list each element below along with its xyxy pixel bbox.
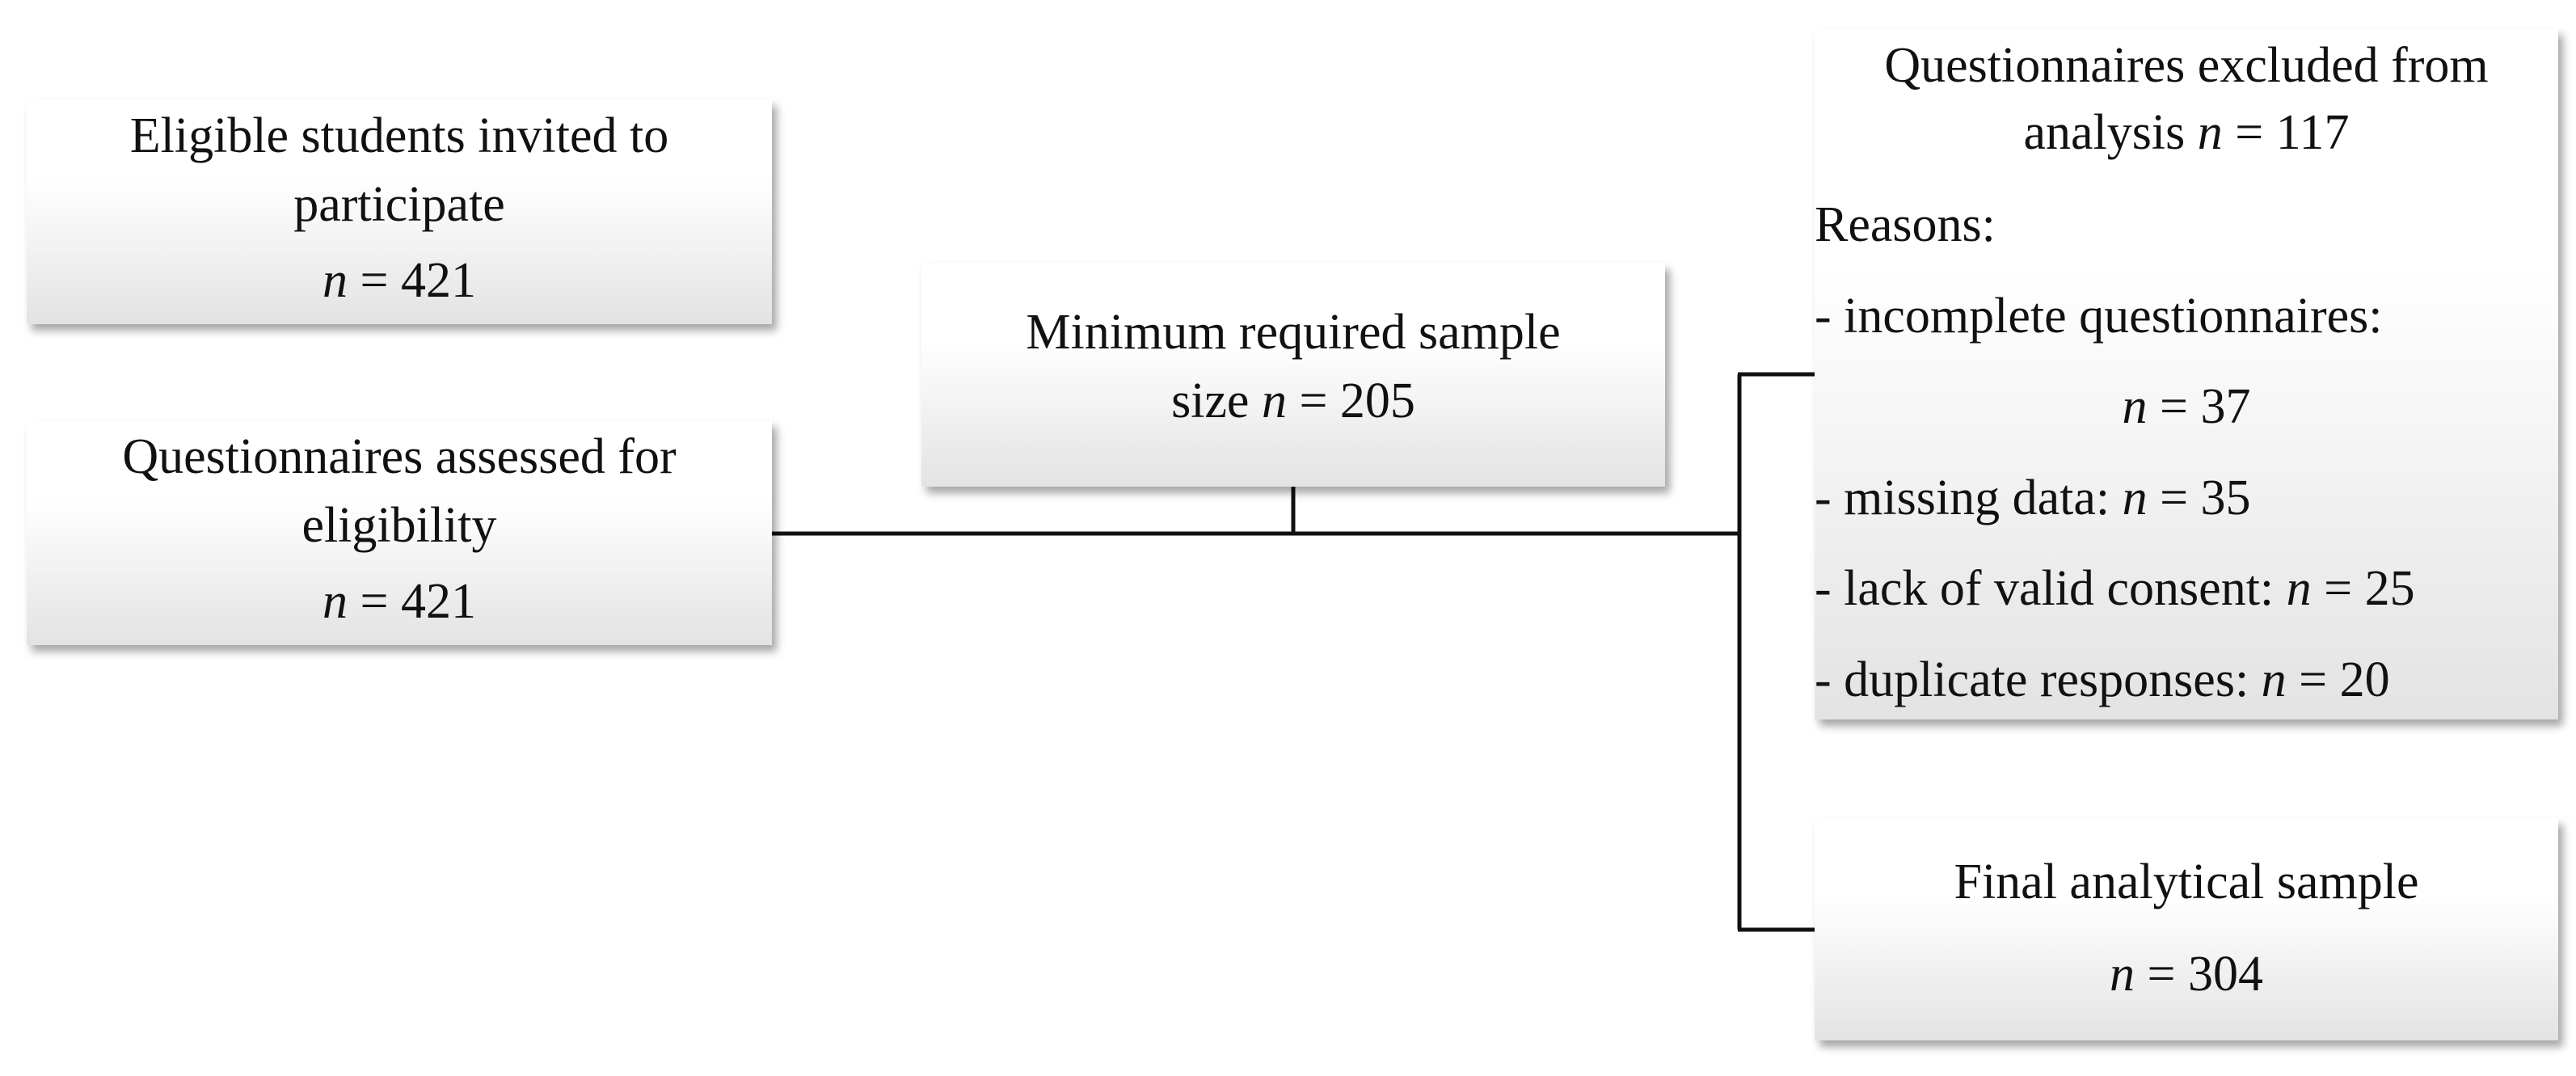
reason-consent-text: - lack of valid consent: [1815, 561, 2287, 616]
invited-n-rest: = 421 [348, 253, 476, 308]
box-questionnaires-excluded: Questionnaires excluded from analysis n … [1815, 28, 2558, 719]
assessed-n-value: n = 421 [27, 576, 772, 627]
reason-duplicate-n-rest: = 20 [2286, 652, 2390, 707]
excluded-reason-incomplete: - incomplete questionnaires: [1815, 291, 2558, 341]
excluded-reason-incomplete-n: n = 37 [1815, 382, 2558, 432]
box-minimum-sample: Minimum required sample size n = 205 [921, 263, 1665, 487]
invited-title-line-1: Eligible students invited to [129, 108, 669, 163]
reason-incomplete-n-var: n [2122, 379, 2148, 434]
excluded-title-line-2: analysis n = 117 [1815, 108, 2558, 158]
reason-duplicate-text: - duplicate responses: [1815, 652, 2262, 707]
reason-duplicate-n-var: n [2261, 652, 2287, 707]
assessed-title-line-1: Questionnaires assessed for [122, 429, 677, 484]
assessed-title-line-2: eligibility [301, 498, 497, 553]
final-n-rest: = 304 [2135, 947, 2263, 1002]
minimum-line-2: size n = 205 [921, 376, 1665, 426]
reason-incomplete-n-rest: = 37 [2147, 379, 2251, 434]
box-questionnaires-assessed: Questionnaires assessed for eligibility … [27, 420, 772, 645]
excluded-title-pre: analysis [2023, 105, 2198, 160]
excluded-reason-missing: - missing data: n = 35 [1815, 473, 2558, 523]
reason-missing-n-var: n [2122, 470, 2148, 525]
final-n-value: n = 304 [1815, 949, 2558, 999]
minimum-n-var: n [1261, 373, 1287, 428]
assessed-n-rest: = 421 [348, 574, 476, 629]
minimum-line-2-pre: size [1171, 373, 1262, 428]
final-title: Final analytical sample [1954, 854, 2419, 909]
box-final-sample: Final analytical sample n = 304 [1815, 818, 2558, 1040]
reason-consent-n-var: n [2286, 561, 2312, 616]
minimum-line-1: Minimum required sample [1026, 305, 1561, 360]
final-n-var: n [2110, 947, 2135, 1002]
assessed-n-var: n [323, 574, 348, 629]
invited-n-value: n = 421 [27, 255, 772, 306]
box-students-invited: Eligible students invited to participate… [27, 99, 772, 324]
excluded-reasons-label: Reasons: [1815, 197, 1996, 252]
reason-missing-text: - missing data: [1815, 470, 2123, 525]
excluded-title-line-1: Questionnaires excluded from [1884, 38, 2489, 93]
reason-missing-n-rest: = 35 [2147, 470, 2251, 525]
invited-n-var: n [323, 253, 348, 308]
excluded-n-var: n [2197, 105, 2223, 160]
invited-title-line-2: participate [293, 177, 505, 232]
minimum-n-rest: = 205 [1286, 373, 1415, 428]
reason-incomplete-text: - incomplete questionnaires: [1815, 289, 2383, 344]
excluded-n-rest: = 117 [2222, 105, 2350, 160]
excluded-reason-duplicate: - duplicate responses: n = 20 [1815, 655, 2558, 705]
reason-consent-n-rest: = 25 [2311, 561, 2415, 616]
excluded-reason-consent: - lack of valid consent: n = 25 [1815, 563, 2558, 614]
